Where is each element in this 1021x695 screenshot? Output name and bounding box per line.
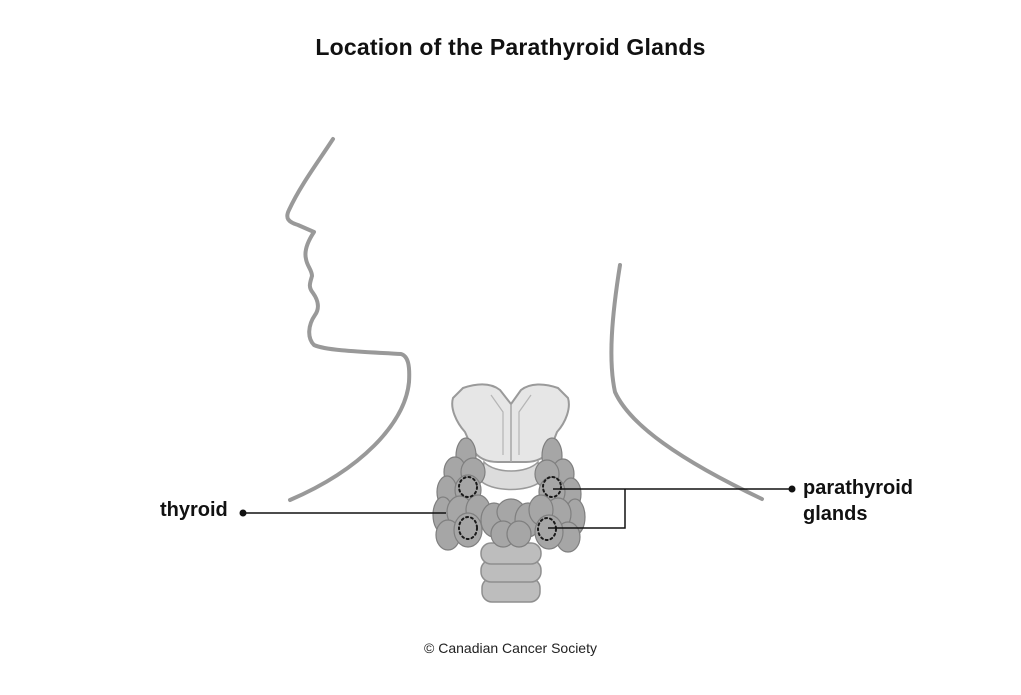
thyroid-label: thyroid [160,499,228,521]
trachea [480,542,542,603]
parathyroid-gland-lower-left [458,516,478,540]
cartilage-inner-left [490,394,504,455]
neck-back-outline [609,263,764,501]
thyroid-lobule [506,520,532,548]
thyroid-lobule [534,514,564,550]
copyright-credit: © Canadian Cancer Society [424,640,597,656]
parathyroid-label-line2: glands [803,503,868,525]
diagram-title: Location of the Parathyroid Glands [315,34,706,60]
thyroid-leader-line [239,509,446,517]
parathyroid-label-line1: parathyroid [803,477,914,499]
parathyroid-glands-label: parathyroid glands [803,475,913,527]
parathyroid-leader-line [548,488,792,529]
parathyroid-gland-lower-right [537,517,557,541]
cricoid-band [481,460,541,491]
face-profile-outline [285,137,412,502]
parathyroid-glands [458,476,562,541]
trachea-ring [480,542,542,565]
cartilage-inner-right [518,394,532,455]
parathyroid-gland-upper-right [542,476,562,498]
parathyroid-leader-dot [788,485,796,493]
parathyroid-gland-upper-left [458,476,478,498]
